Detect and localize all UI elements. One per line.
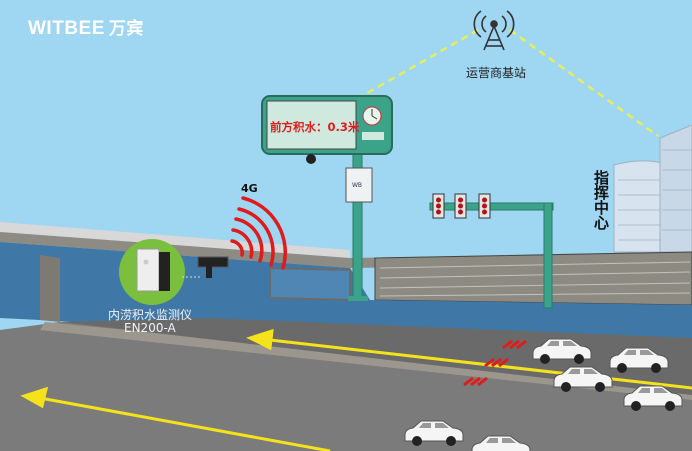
command-center-label: 指挥中心 [592,170,610,230]
camera-icon [306,154,316,164]
arrow-left-icon [20,328,692,451]
device-name: 内涝积水监测仪 [108,308,193,322]
warning-sign-structure: WB [261,95,393,301]
water-sensor-icon [119,239,229,305]
signal-label: 4G [241,182,258,195]
traffic-light-icon [432,193,491,219]
signal-waves-icon [230,196,287,270]
svg-text:WB: WB [352,182,362,189]
brand-name-en: WITBEE [28,18,105,39]
wireless-link-lines [361,28,659,138]
device-model: EN200-A [124,321,176,335]
embankment [374,251,692,306]
road-lower [0,322,692,451]
base-station-label: 运营商基站 [466,66,527,80]
traffic-alert-marks [463,339,527,387]
brand-name-cn: 万宾 [108,19,144,38]
command-center-buildings [613,124,692,253]
radio-tower-icon [473,10,515,51]
sign-message: 前方积水：0.3米 [270,120,360,134]
traffic-light-gantry [429,193,554,309]
